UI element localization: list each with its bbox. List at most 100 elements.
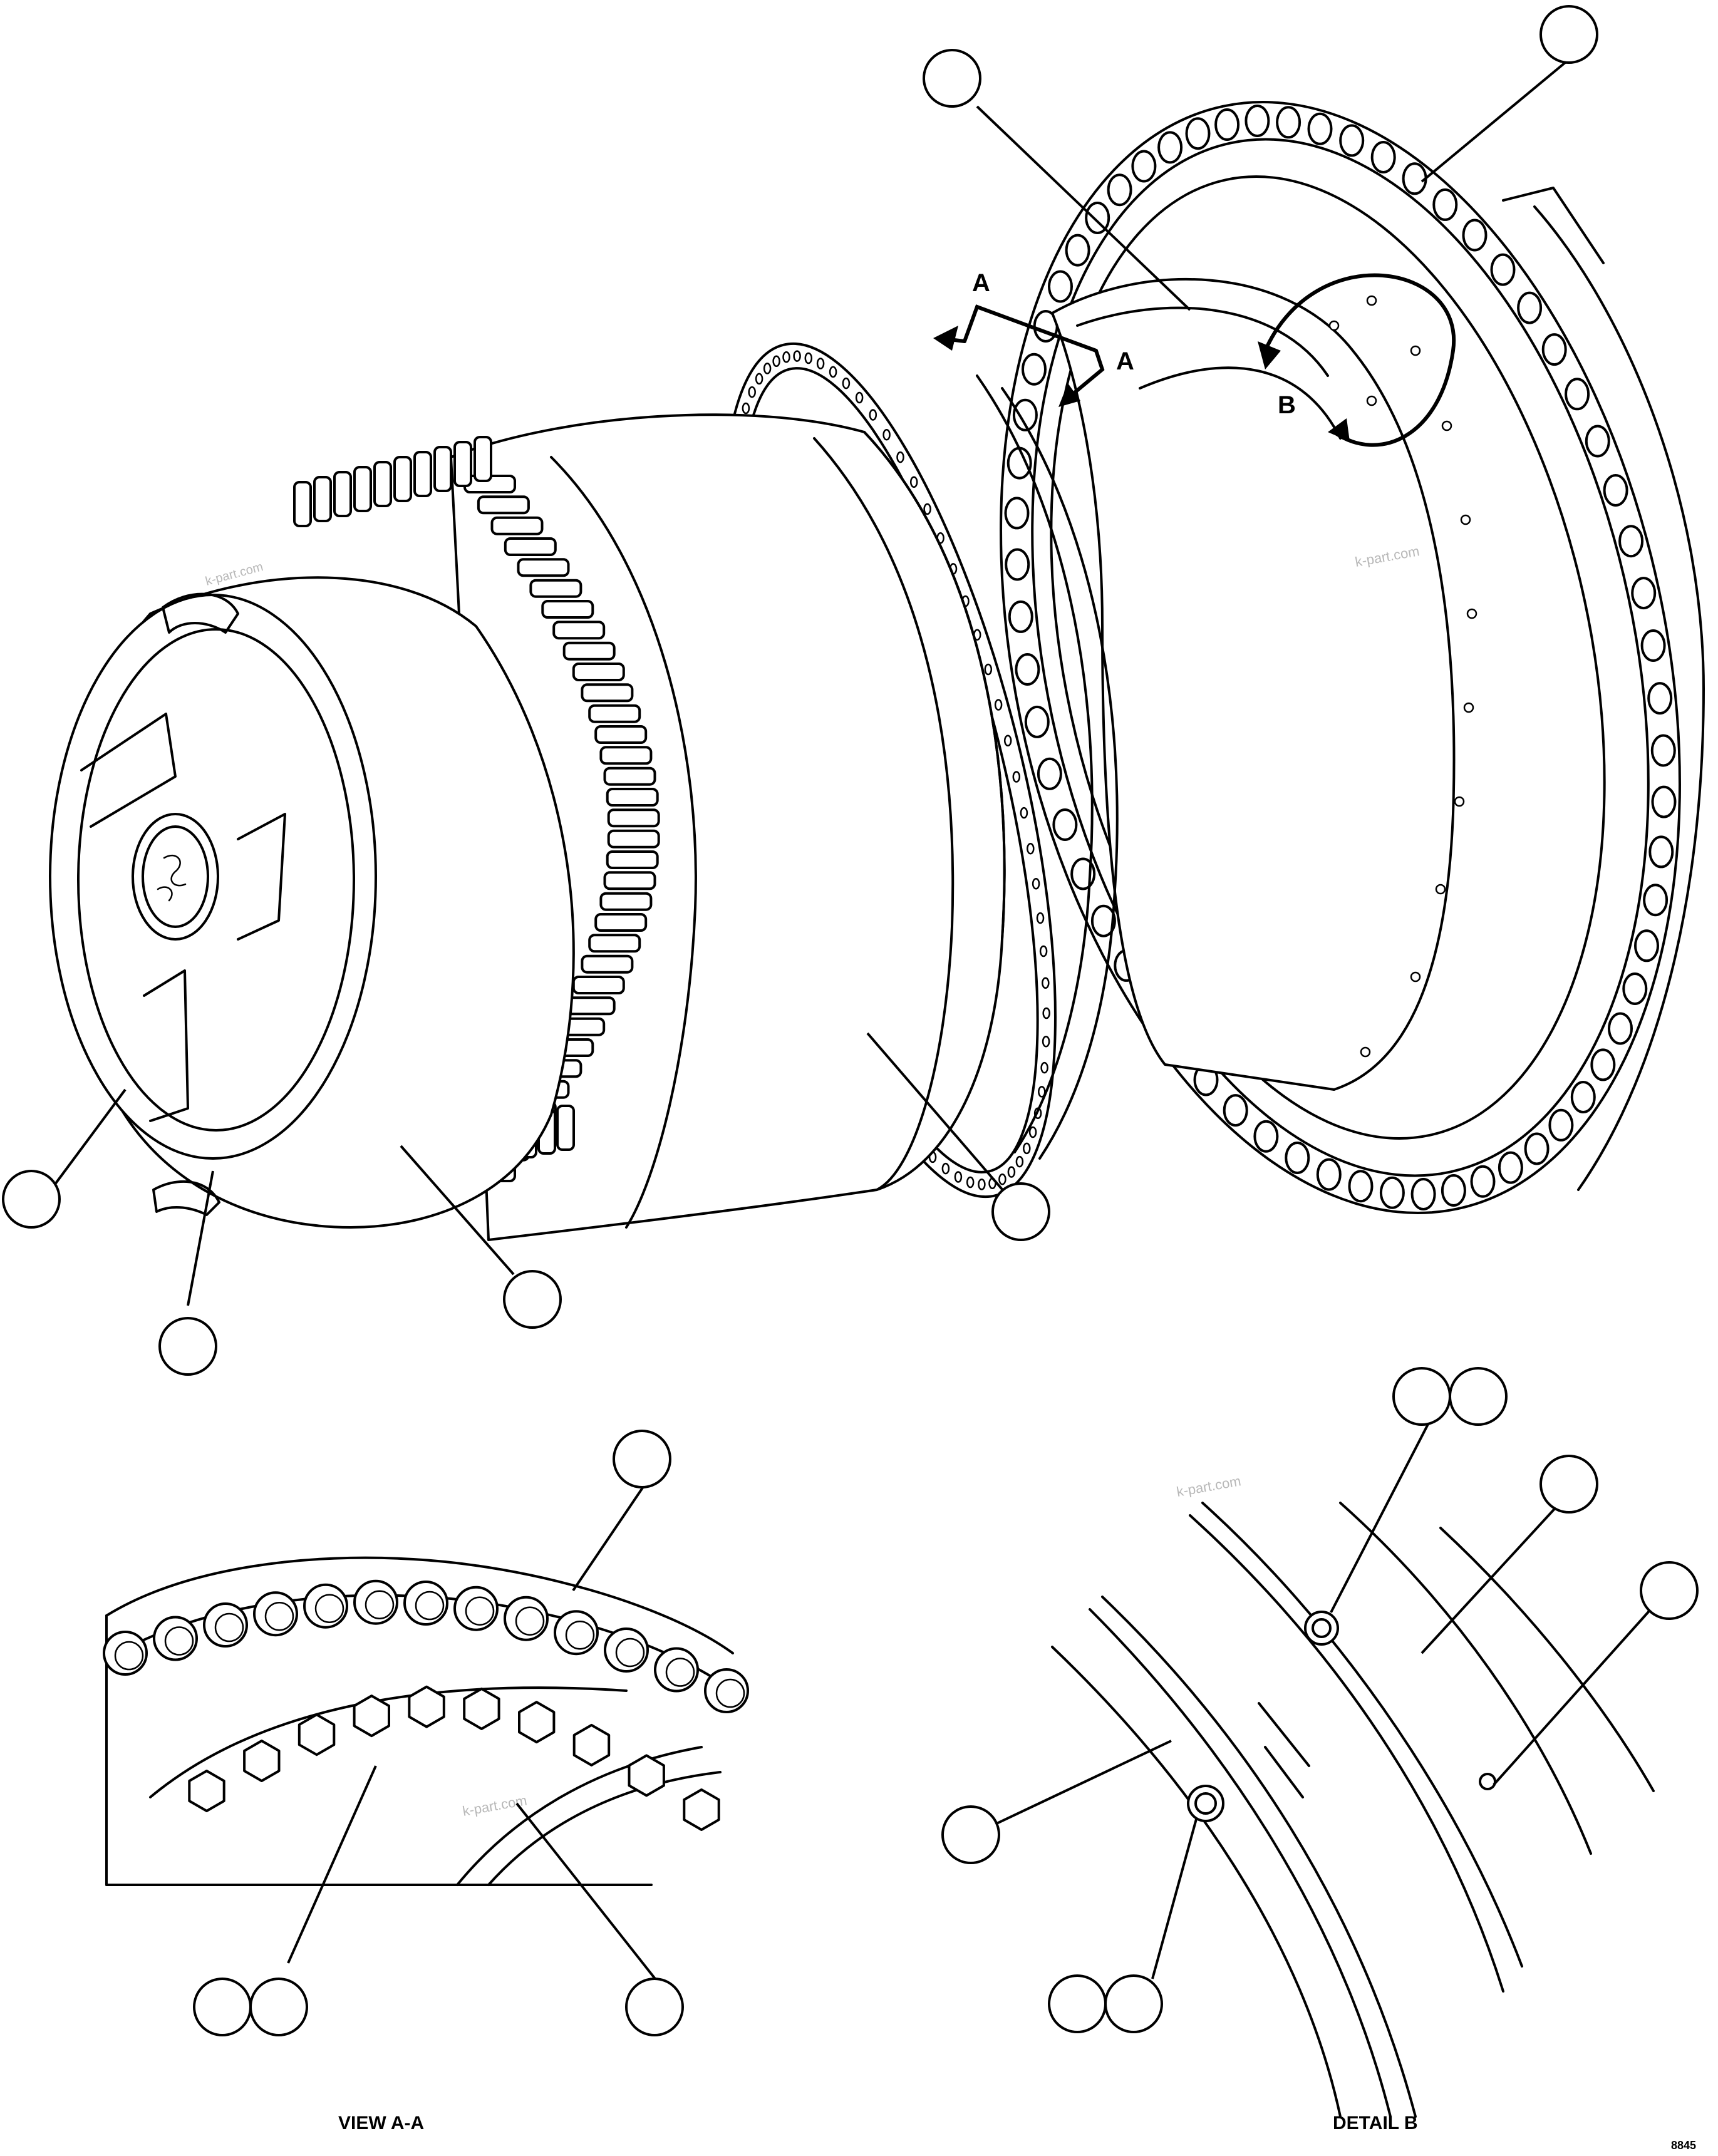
- nozzle-tube: [313, 476, 332, 522]
- bolt-head-row: [103, 1579, 749, 1713]
- nozzle-tube: [599, 746, 653, 765]
- flange-hole: [1040, 1061, 1048, 1074]
- flange-bolt: [1052, 808, 1078, 841]
- watermark-4: k-part.com: [1176, 1473, 1243, 1500]
- flange-bolt: [1012, 398, 1038, 431]
- nozzle-tube: [541, 600, 594, 619]
- flange-bolt: [1245, 105, 1270, 137]
- flange-bolt: [1107, 173, 1132, 207]
- flange-hole: [896, 451, 904, 463]
- flange-hole: [793, 350, 801, 362]
- bolt-head-inner: [515, 1606, 545, 1636]
- bolt-head-inner: [565, 1620, 595, 1650]
- flange-bolt: [1022, 353, 1047, 386]
- nozzle-tube: [594, 913, 648, 932]
- flange-hole: [1042, 1007, 1050, 1019]
- hub-hole: [1410, 971, 1421, 983]
- hex-bolt: [408, 1685, 445, 1728]
- flange-bolt: [1157, 131, 1183, 164]
- flange-bolt: [1285, 1142, 1310, 1174]
- nozzle-tube: [453, 441, 472, 487]
- nozzle-tube: [393, 456, 412, 502]
- nozzle-tube: [373, 461, 392, 507]
- nozzle-tube: [594, 725, 648, 744]
- hub-hole: [1328, 320, 1340, 331]
- flange-hole: [1003, 735, 1012, 747]
- nozzle-tube: [333, 471, 352, 517]
- flange-bolt: [1048, 270, 1073, 303]
- bolt-head-inner: [365, 1590, 395, 1619]
- flange-hole: [869, 409, 877, 421]
- flange-hole: [742, 402, 750, 415]
- flange-bolt: [1090, 904, 1116, 937]
- nozzle-tube: [552, 621, 606, 640]
- bolt-head-inner: [415, 1591, 445, 1621]
- callout-c11: [1392, 1367, 1451, 1426]
- nozzle-tube: [581, 954, 634, 974]
- flange-bolt: [1223, 1094, 1248, 1127]
- flange-bolt: [1541, 333, 1567, 366]
- flange-bolt: [1004, 497, 1030, 530]
- hex-bolt: [572, 1723, 611, 1767]
- hub-hole: [1366, 395, 1377, 406]
- hex-bolt: [463, 1687, 500, 1730]
- hub-hole: [1441, 420, 1452, 431]
- flange-bolt: [1524, 1132, 1550, 1165]
- flange-bolt: [1565, 378, 1590, 411]
- flange-bolt: [1024, 705, 1050, 738]
- hub-section: [1051, 278, 1477, 1091]
- callout-c15: [941, 1805, 1000, 1864]
- flange-bolt: [1037, 757, 1062, 790]
- flange-bolt: [1214, 108, 1240, 141]
- flange-hole: [1042, 977, 1050, 989]
- callout-c13: [1539, 1455, 1598, 1514]
- flange-bolt: [1570, 1081, 1596, 1113]
- callout-c09: [193, 1978, 252, 2036]
- flange-hole: [1032, 878, 1040, 890]
- nozzle-tube: [606, 850, 659, 869]
- flange-hole: [855, 391, 864, 404]
- front-dome: [49, 576, 575, 1229]
- flange-hole: [1039, 945, 1048, 957]
- hub-hole: [1435, 884, 1446, 895]
- nozzle-tube: [517, 558, 570, 577]
- nozzle-tube: [477, 495, 530, 515]
- bolt-head-inner: [314, 1594, 344, 1623]
- flange-bolt: [1005, 548, 1030, 581]
- nozzle-tube: [413, 451, 432, 497]
- detail-b-label: B: [1278, 391, 1296, 419]
- nozzle-tube: [556, 1105, 575, 1151]
- flange-hole: [782, 351, 790, 363]
- figure-code: 8845: [1671, 2139, 1696, 2152]
- section-a-label-lower: A: [1116, 348, 1134, 375]
- callout-c06: [503, 1270, 562, 1329]
- flange-hole: [994, 699, 1003, 711]
- flange-bolt: [1008, 600, 1033, 633]
- hex-bolt-row: [188, 1685, 720, 1831]
- flange-hole: [1012, 771, 1021, 783]
- section-a-label-upper: A: [972, 269, 990, 297]
- nozzle-tube: [607, 808, 660, 828]
- flange-bolt: [1131, 150, 1157, 183]
- flange-hole: [1042, 1035, 1050, 1048]
- callout-c02: [923, 49, 981, 108]
- nozzle-tube: [562, 641, 616, 661]
- flange-hole: [1023, 1142, 1031, 1155]
- hex-bolt: [298, 1713, 336, 1756]
- hub-hole: [1466, 608, 1477, 619]
- hub-hole: [1366, 295, 1377, 306]
- flange-hole: [909, 476, 918, 488]
- callout-c08: [625, 1978, 684, 2036]
- flange-bolt: [1276, 106, 1301, 139]
- flange-bolt: [1185, 117, 1211, 150]
- flange-hole: [978, 1179, 986, 1190]
- flange-bolt: [1490, 253, 1516, 286]
- hex-bolt: [188, 1770, 225, 1812]
- callout-c10: [249, 1978, 308, 2036]
- flange-hole: [1015, 1155, 1024, 1168]
- flange-bolt: [1643, 884, 1669, 917]
- flange-hole: [998, 1173, 1006, 1185]
- nozzle-tube: [603, 871, 656, 890]
- flange-bolt: [1618, 525, 1644, 558]
- bolt-head-inner: [264, 1601, 294, 1631]
